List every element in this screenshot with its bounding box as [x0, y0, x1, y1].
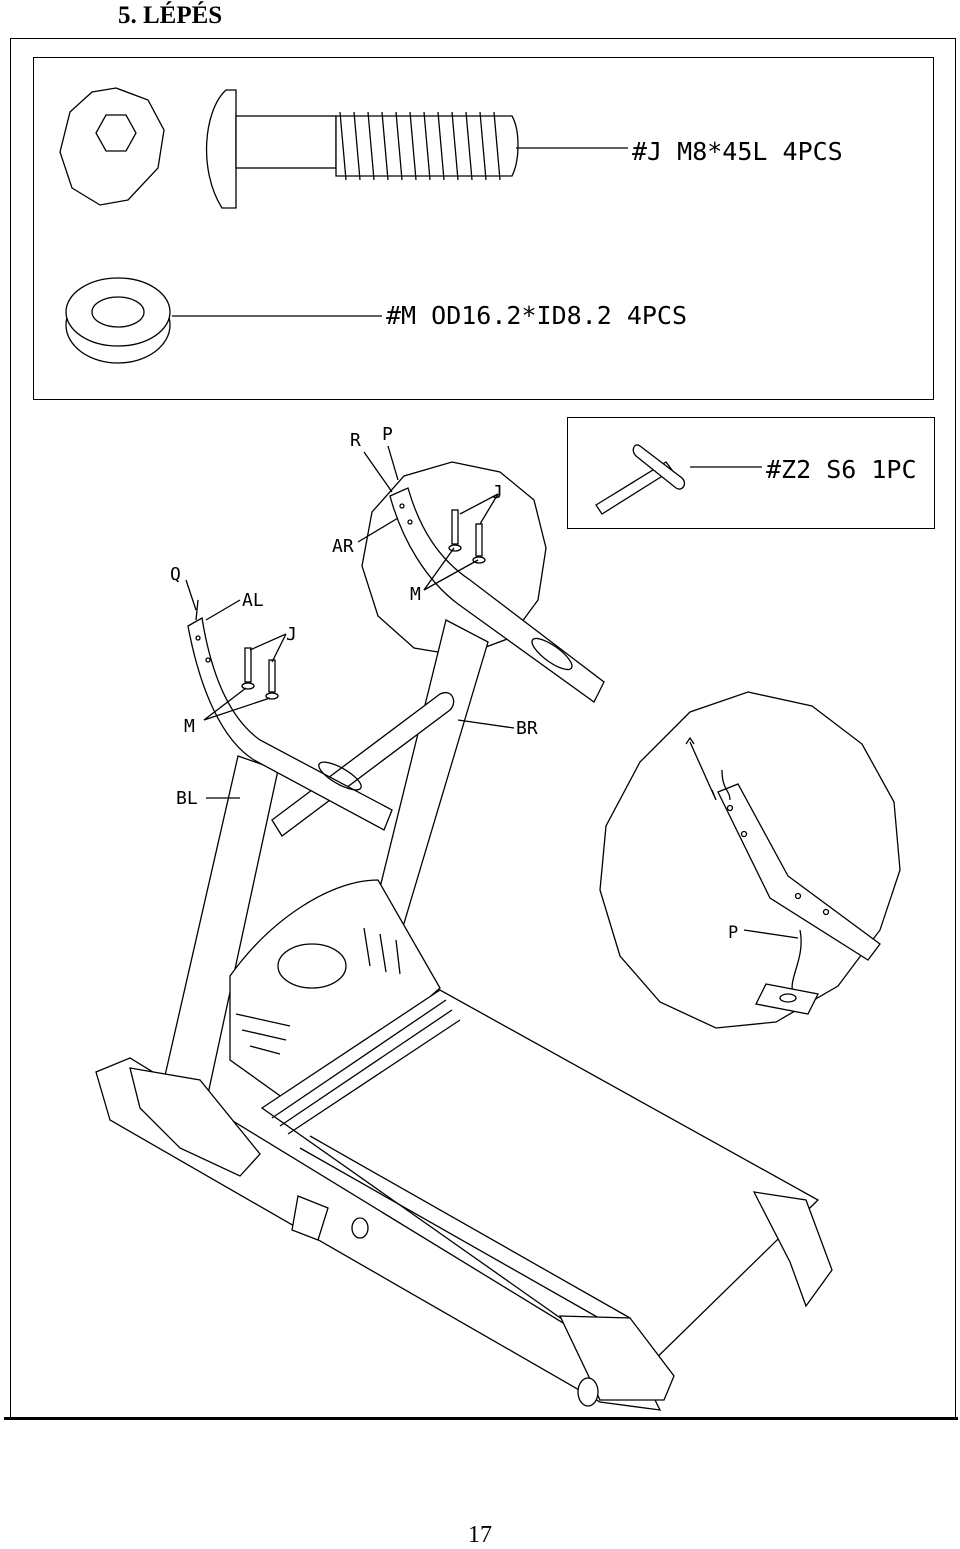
callout-J-left: J: [286, 624, 297, 645]
bottom-rule: [4, 1417, 958, 1420]
callout-M-right: M: [410, 584, 421, 605]
detail-circle-wire: [599, 691, 901, 1029]
hex-key-icon: [595, 444, 762, 515]
treadmill-frame: [95, 619, 833, 1411]
callout-BR: BR: [516, 718, 538, 739]
bolt-label: #J M8*45L 4PCS: [632, 137, 843, 166]
callout-leaders: [185, 445, 515, 799]
callout-P: P: [382, 424, 393, 445]
callout-M-left: M: [184, 716, 195, 737]
callout-AR: AR: [332, 536, 354, 557]
handrail-left: [187, 599, 393, 831]
hardware-parts-box: [33, 57, 934, 400]
page-number: 17: [468, 1522, 492, 1548]
callout-R: R: [350, 430, 361, 451]
tool-box: [567, 417, 935, 529]
bolt-washer-set: [241, 509, 486, 700]
tool-label: #Z2 S6 1PC: [766, 455, 917, 484]
bolt-icon: [59, 87, 628, 209]
callout-Q: Q: [170, 564, 181, 585]
washer-icon: [65, 277, 382, 364]
callout-BL: BL: [176, 788, 198, 809]
washer-label: #M OD16.2*ID8.2 4PCS: [386, 301, 687, 330]
callout-P-detail: P: [728, 923, 738, 943]
callout-J-right: J: [492, 482, 503, 503]
handrail-right: [389, 487, 605, 703]
callout-AL: AL: [242, 590, 264, 611]
step-title: 5. LÉPÉS: [118, 2, 223, 29]
wire-detail: [685, 736, 881, 1015]
